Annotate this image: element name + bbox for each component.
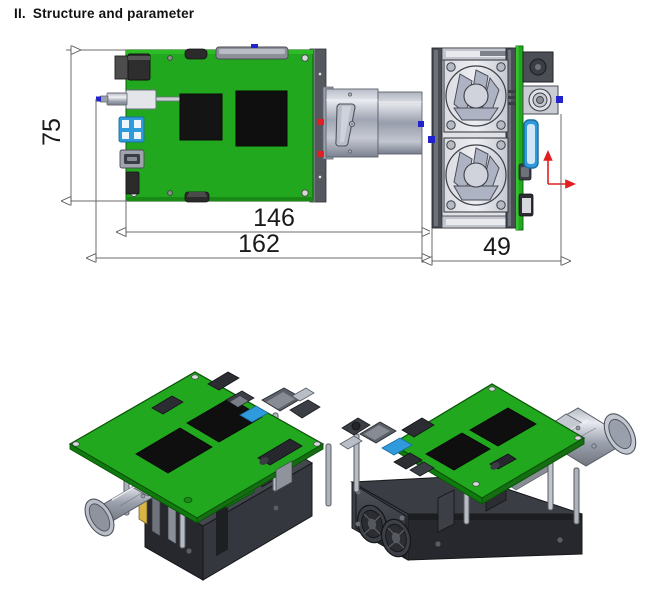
- lens-assembly-front: [322, 86, 423, 160]
- lens-slot: [335, 103, 356, 147]
- section-heading: II. Structure and parameter: [14, 6, 194, 21]
- header-connector-iso-right-b: [393, 452, 423, 470]
- origin-marker-right-front: [418, 121, 424, 127]
- origin-marker-side-left: [428, 136, 435, 143]
- chip-right-iso-right: [469, 407, 537, 447]
- pcb-top-iso-left: [68, 371, 325, 524]
- micro-usb-connector-front: [119, 149, 145, 169]
- pcb-edge-side: [515, 45, 524, 231]
- origin-marker-side-right: [556, 96, 563, 103]
- cooling-fan-left-iso: [356, 504, 388, 544]
- cooling-fan-bottom: [443, 137, 509, 213]
- origin-marker-left: [96, 96, 101, 102]
- section-title: Structure and parameter: [32, 6, 195, 21]
- blue-connector-iso-right: [381, 437, 413, 456]
- cooling-fan-right-iso: [380, 518, 412, 558]
- chip-left-iso-right: [425, 432, 491, 471]
- top-connector-a: [184, 48, 208, 60]
- origin-axes-side: [543, 150, 576, 189]
- pcb-top-iso-right: [339, 383, 586, 505]
- origin-marker-top: [251, 44, 258, 48]
- dimension-length-146: [126, 154, 422, 237]
- blue-connector-side: [523, 119, 539, 169]
- cooling-fans-iso-right: [355, 485, 412, 559]
- pcb-components-side: [508, 90, 534, 217]
- header-connector-front: [125, 171, 140, 195]
- isometric-view-lens-right: [330, 348, 650, 588]
- cooling-fan-top: [443, 59, 509, 133]
- blue-connector-front: [118, 116, 145, 143]
- blue-connector-iso-left: [239, 405, 269, 423]
- dimension-label-162: 162: [238, 230, 280, 258]
- side-orthographic-view: 49: [420, 34, 645, 289]
- sma-coaxial-connector-side: [522, 85, 563, 115]
- power-barrel-jack-front: [114, 53, 151, 81]
- header-connector-iso-left-a: [151, 395, 184, 415]
- power-barrel-jack-side: [522, 51, 554, 83]
- origin-marker-red-front: [318, 119, 324, 157]
- header-connector-iso-right-a: [401, 417, 435, 438]
- sma-coaxial-connector-front: [96, 89, 181, 110]
- chip-left-iso-left: [135, 427, 213, 474]
- dimension-label-146: 146: [253, 204, 295, 232]
- dimension-label-49: 49: [483, 233, 511, 261]
- pcb-front: [96, 44, 314, 203]
- front-orthographic-view: 75 146 162: [30, 34, 430, 289]
- header-connector-iso-left-b: [207, 371, 240, 391]
- section-number: II.: [14, 6, 26, 21]
- dimension-label-75: 75: [38, 118, 66, 146]
- isometric-view-lens-left: [40, 340, 350, 585]
- dimension-width-49: [432, 114, 561, 265]
- chip-left-front: [179, 93, 223, 141]
- chip-right-front: [235, 90, 288, 147]
- chip-right-iso-left: [186, 397, 263, 443]
